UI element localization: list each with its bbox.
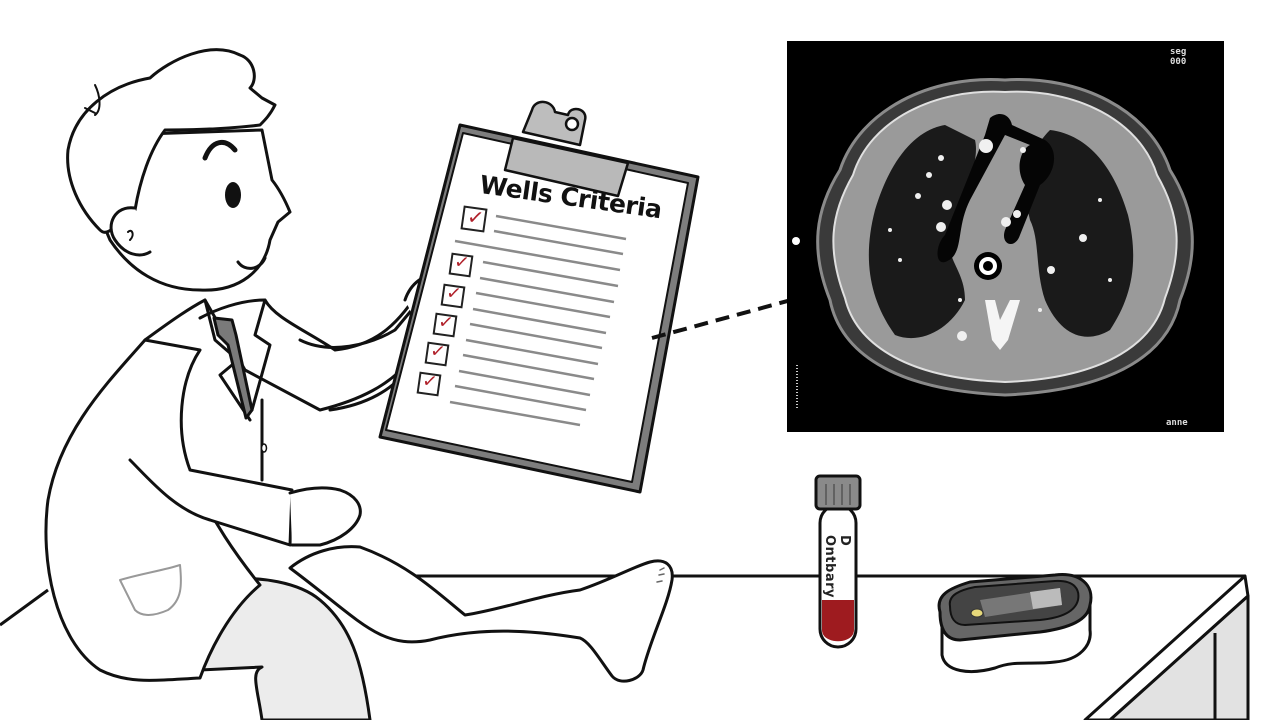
checkmark-icon: ✓	[428, 340, 447, 364]
ct-corner-top-line1: seg	[1170, 47, 1187, 57]
clipboard	[378, 100, 700, 494]
checkbox-item: ✓	[432, 311, 458, 338]
table	[0, 574, 1250, 720]
checkbox-item: ✓	[448, 251, 474, 278]
test-tube-label: D Ontbary	[822, 535, 852, 598]
checkmark-icon: ✓	[436, 311, 455, 335]
ct-corner-bottom: anne	[1166, 418, 1188, 428]
checkbox-item: ✓	[460, 204, 488, 233]
checkbox-item: ✓	[416, 370, 442, 397]
checkbox-item: ✓	[440, 282, 466, 309]
test-tube	[814, 474, 862, 649]
doctor-head	[66, 48, 292, 292]
ct-corner-top: seg 000	[1170, 47, 1186, 67]
checkmark-icon: ✓	[465, 204, 486, 231]
checkmark-icon: ✓	[420, 370, 439, 394]
checkmark-icon: ✓	[452, 251, 471, 275]
ct-scan	[787, 41, 1224, 432]
doctor	[44, 274, 674, 720]
ct-corner-top-line2: 000	[1170, 57, 1187, 67]
pulse-oximeter	[937, 573, 1093, 674]
checkmark-icon: ✓	[444, 282, 463, 306]
checkbox-item: ✓	[424, 340, 450, 367]
